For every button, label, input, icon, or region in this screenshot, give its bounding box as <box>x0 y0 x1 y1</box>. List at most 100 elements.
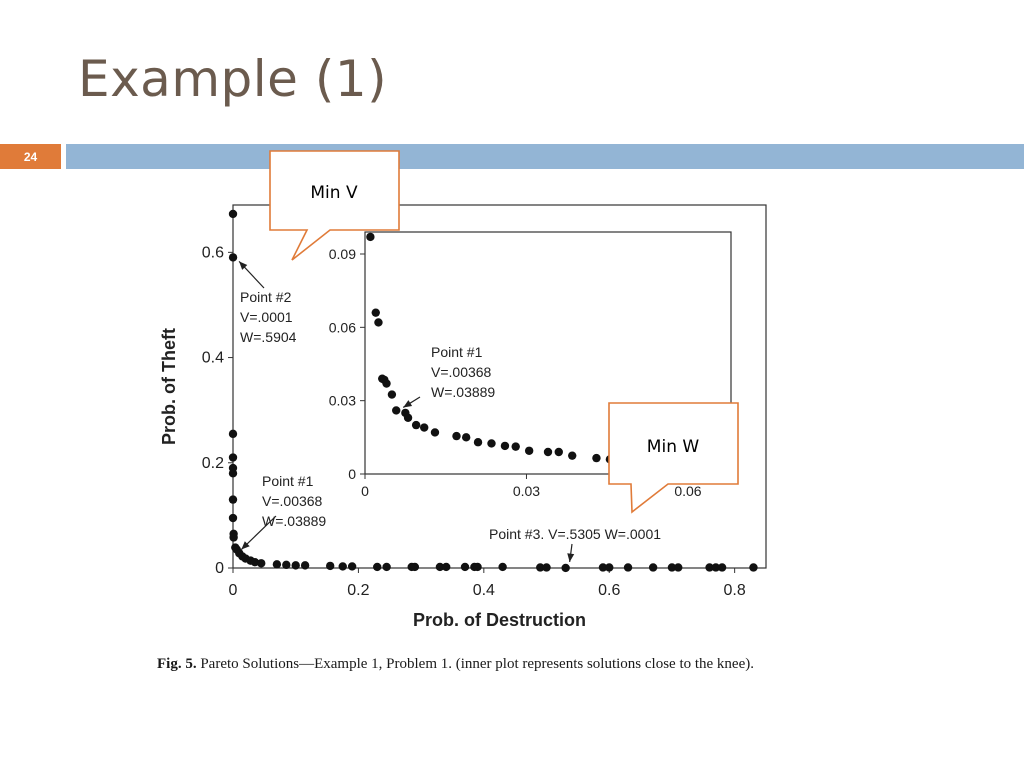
figure-caption: Fig. 5. Pareto Solutions—Example 1, Prob… <box>157 653 777 675</box>
data-point <box>325 561 335 571</box>
annotation-line: Point #3. V=.5305 W=.0001 <box>489 526 661 542</box>
data-point <box>473 562 482 572</box>
annotation-line: Point #1 <box>262 473 314 489</box>
data-point <box>487 439 496 448</box>
annotation-line: V=.00368 <box>262 493 323 509</box>
data-point <box>411 420 421 430</box>
annotation-arrow-head <box>241 541 250 550</box>
data-point <box>347 562 357 571</box>
data-point <box>228 253 238 262</box>
y-tick-label: 0.4 <box>202 350 224 367</box>
data-point <box>410 562 420 572</box>
data-point <box>461 433 471 442</box>
data-point <box>228 453 238 462</box>
y-axis-label: Prob. of Theft <box>159 328 179 445</box>
data-point <box>623 563 633 572</box>
data-point <box>228 429 238 439</box>
data-point <box>460 562 470 572</box>
annotation-line: V=.00368 <box>431 364 492 380</box>
data-point <box>542 563 551 572</box>
x-tick-label: 0.4 <box>473 582 495 599</box>
annotation-arrow-head <box>567 553 575 562</box>
data-point <box>524 446 534 455</box>
data-point <box>228 513 238 523</box>
data-point <box>749 563 758 572</box>
data-point <box>282 560 291 570</box>
data-point <box>561 563 570 573</box>
data-point <box>228 495 238 504</box>
slide-title: Example (1) <box>78 50 388 108</box>
data-point <box>667 563 677 572</box>
data-point <box>442 562 451 572</box>
data-point <box>382 379 391 388</box>
data-point <box>228 469 238 478</box>
data-point <box>373 562 382 572</box>
data-point <box>473 438 483 447</box>
data-point <box>338 562 347 571</box>
data-point <box>674 563 683 572</box>
data-point <box>543 447 553 457</box>
y-tick-label: 0.03 <box>329 393 356 409</box>
x-tick-label: 0.6 <box>598 582 620 599</box>
caption-label: Fig. 5. <box>157 656 197 672</box>
annotation-line: W=.5904 <box>240 329 297 345</box>
data-point <box>374 318 383 327</box>
caption-text: Pareto Solutions—Example 1, Problem 1. (… <box>200 656 754 672</box>
data-point <box>717 563 727 572</box>
data-point <box>382 562 391 572</box>
callouts: Min V Min W <box>269 150 739 514</box>
data-point <box>250 558 260 567</box>
data-point <box>430 428 440 437</box>
y-tick-label: 0.2 <box>202 455 224 472</box>
data-point <box>371 308 380 317</box>
data-point <box>392 406 401 415</box>
x-tick-label: 0 <box>361 483 369 499</box>
callout-label: Min V <box>310 183 358 203</box>
annotation-line: Point #1 <box>431 344 483 360</box>
y-tick-label: 0 <box>215 560 224 577</box>
data-point <box>605 563 614 572</box>
data-point <box>420 423 429 432</box>
data-point <box>598 563 608 572</box>
data-point <box>592 453 601 463</box>
annotation-line: V=.0001 <box>240 309 293 325</box>
annotation-arrow-head <box>239 261 248 270</box>
data-point <box>511 442 520 451</box>
data-point <box>568 451 577 460</box>
data-point <box>554 447 563 457</box>
data-point <box>500 441 510 451</box>
title-underline-bar <box>66 144 1024 169</box>
data-point <box>498 562 507 572</box>
data-point <box>229 533 238 542</box>
data-point <box>257 559 266 568</box>
data-point <box>711 563 721 572</box>
x-tick-label: 0.06 <box>674 483 701 499</box>
annotation-line: Point #2 <box>240 289 292 305</box>
y-tick-label: 0.06 <box>329 319 356 335</box>
data-point <box>300 561 310 570</box>
data-point <box>291 561 300 570</box>
annotation-arrow-head <box>403 400 413 408</box>
x-tick-label: 0.2 <box>347 582 369 599</box>
data-point <box>403 413 413 422</box>
data-point <box>435 562 445 572</box>
x-tick-label: 0.03 <box>513 483 540 499</box>
callout-label: Min W <box>647 437 700 457</box>
data-point <box>272 560 282 569</box>
y-tick-label: 0.09 <box>329 246 356 262</box>
data-point <box>228 209 238 219</box>
annotation-label: Point #3. V=.5305 W=.0001 <box>489 526 661 542</box>
slide-number: 24 <box>0 144 61 169</box>
callout-bubble <box>269 150 400 261</box>
annotation-line: W=.03889 <box>262 513 326 529</box>
data-point <box>705 563 714 572</box>
y-tick-label: 0.6 <box>202 244 224 261</box>
annotation-line: W=.03889 <box>431 384 495 400</box>
x-axis-label: Prob. of Destruction <box>413 610 586 630</box>
x-tick-label: 0 <box>229 582 238 599</box>
